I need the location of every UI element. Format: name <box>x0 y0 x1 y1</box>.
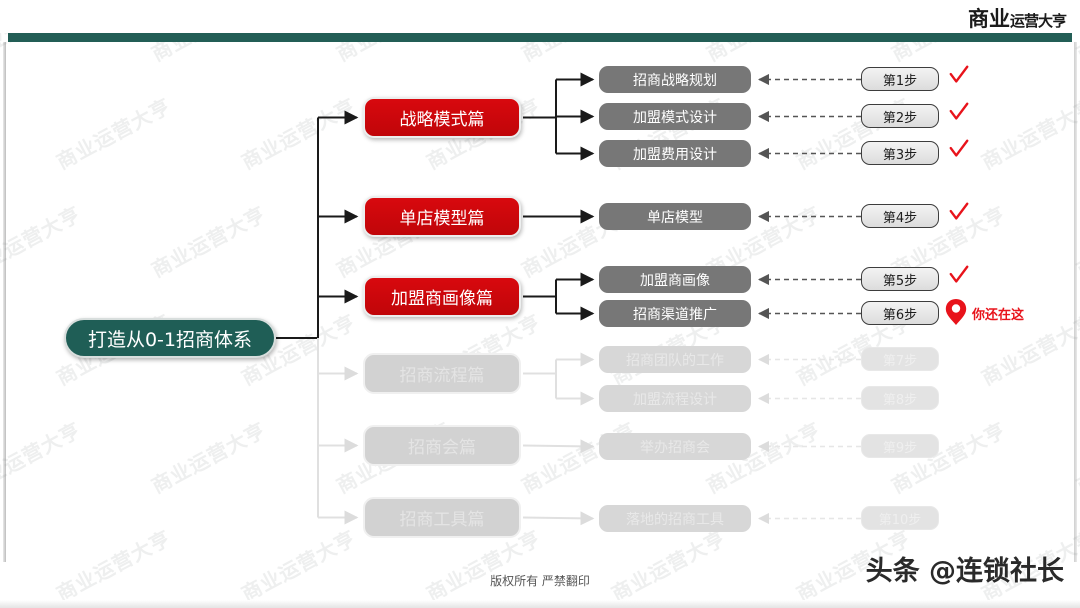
step-chip-2[interactable]: 第2步 <box>861 104 939 128</box>
step-chip-4[interactable]: 第4步 <box>861 204 939 228</box>
wire-category-6-to-task <box>522 511 595 526</box>
checkmark-icon <box>949 139 969 157</box>
step-chip-2-label: 第2步 <box>882 110 918 126</box>
right-page-edge <box>1074 42 1077 562</box>
category-node-6-label: 招商工具篇 <box>399 510 485 530</box>
step-chip-6[interactable]: 第6步 <box>861 301 939 325</box>
brand-logo: 商业运营大亨 <box>967 3 1067 33</box>
category-node-5-label: 招商会篇 <box>408 438 476 458</box>
task-node-8-label: 加盟流程设计 <box>633 391 717 408</box>
category-node-1[interactable]: 战略模式篇 <box>363 97 521 138</box>
step-chip-8: 第8步 <box>861 386 939 410</box>
root-node[interactable]: 打造从0-1招商体系 <box>64 318 276 358</box>
category-node-4-label: 招商流程篇 <box>399 366 485 386</box>
step-chip-7: 第7步 <box>861 347 939 371</box>
checkmark-icon <box>949 102 969 120</box>
wire-category-5-to-task <box>522 439 595 454</box>
left-page-edge <box>3 42 6 562</box>
root-node-label: 打造从0-1招商体系 <box>87 328 253 351</box>
task-node-6[interactable]: 招商渠道推广 <box>599 300 751 327</box>
category-node-5: 招商会篇 <box>363 425 521 466</box>
you-are-here-label: 你还在这 <box>972 308 1025 323</box>
step-chip-9: 第9步 <box>861 434 939 458</box>
task-node-4[interactable]: 单店模型 <box>599 203 751 230</box>
task-node-4-label: 单店模型 <box>647 209 703 226</box>
location-pin-icon <box>945 299 967 325</box>
step-chip-7-label: 第7步 <box>882 353 918 369</box>
task-node-6-label: 招商渠道推广 <box>633 306 717 323</box>
step-chip-1[interactable]: 第1步 <box>861 67 939 91</box>
bottom-edge-shadow <box>0 600 1080 608</box>
step-chip-5[interactable]: 第5步 <box>861 267 939 291</box>
checkmark-icon <box>949 265 969 283</box>
category-node-4: 招商流程篇 <box>363 353 521 394</box>
category-node-1-label: 战略模式篇 <box>399 110 485 130</box>
step-chip-3[interactable]: 第3步 <box>861 141 939 165</box>
task-node-9-label: 举办招商会 <box>640 439 710 456</box>
task-node-3[interactable]: 加盟费用设计 <box>599 140 751 167</box>
step-chip-10-label: 第10步 <box>878 512 922 528</box>
step-chip-9-label: 第9步 <box>882 440 918 456</box>
task-node-2[interactable]: 加盟模式设计 <box>599 103 751 130</box>
copyright-text: 版权所有 严禁翻印 <box>490 574 590 588</box>
channel-watermark: 头条 @连锁社长 <box>865 556 1064 587</box>
task-node-7: 招商团队的工作 <box>599 346 751 373</box>
category-node-3[interactable]: 加盟商画像篇 <box>363 276 521 317</box>
task-node-1[interactable]: 招商战略规划 <box>599 66 751 93</box>
task-node-8: 加盟流程设计 <box>599 385 751 412</box>
step-chip-1-label: 第1步 <box>882 73 918 89</box>
category-node-3-label: 加盟商画像篇 <box>391 289 493 309</box>
step-chip-4-label: 第4步 <box>882 210 918 226</box>
step-chip-5-label: 第5步 <box>882 273 918 289</box>
step-chip-10: 第10步 <box>861 506 939 530</box>
task-node-7-label: 招商团队的工作 <box>626 352 724 369</box>
task-node-9: 举办招商会 <box>599 433 751 460</box>
brand-sub: 运营大亨 <box>1009 12 1067 30</box>
category-node-2-label: 单店模型篇 <box>399 209 485 229</box>
header-accent-bar <box>8 33 1072 42</box>
task-node-3-label: 加盟费用设计 <box>633 146 717 163</box>
step-chip-6-label: 第6步 <box>882 307 918 323</box>
checkmark-icon <box>949 65 969 83</box>
category-node-2[interactable]: 单店模型篇 <box>363 196 521 237</box>
task-node-2-label: 加盟模式设计 <box>633 109 717 126</box>
task-node-5-label: 加盟商画像 <box>640 272 710 289</box>
category-node-6: 招商工具篇 <box>363 497 521 538</box>
task-node-5[interactable]: 加盟商画像 <box>599 266 751 293</box>
task-node-10-label: 落地的招商工具 <box>626 511 724 528</box>
step-chip-3-label: 第3步 <box>882 147 918 163</box>
task-node-10: 落地的招商工具 <box>599 505 751 532</box>
slide-header: 商业运营大亨 <box>0 0 1080 33</box>
brand-main: 商业 <box>967 7 1010 31</box>
step-chip-8-label: 第8步 <box>882 392 918 408</box>
checkmark-icon <box>949 202 969 220</box>
task-node-1-label: 招商战略规划 <box>633 72 717 89</box>
